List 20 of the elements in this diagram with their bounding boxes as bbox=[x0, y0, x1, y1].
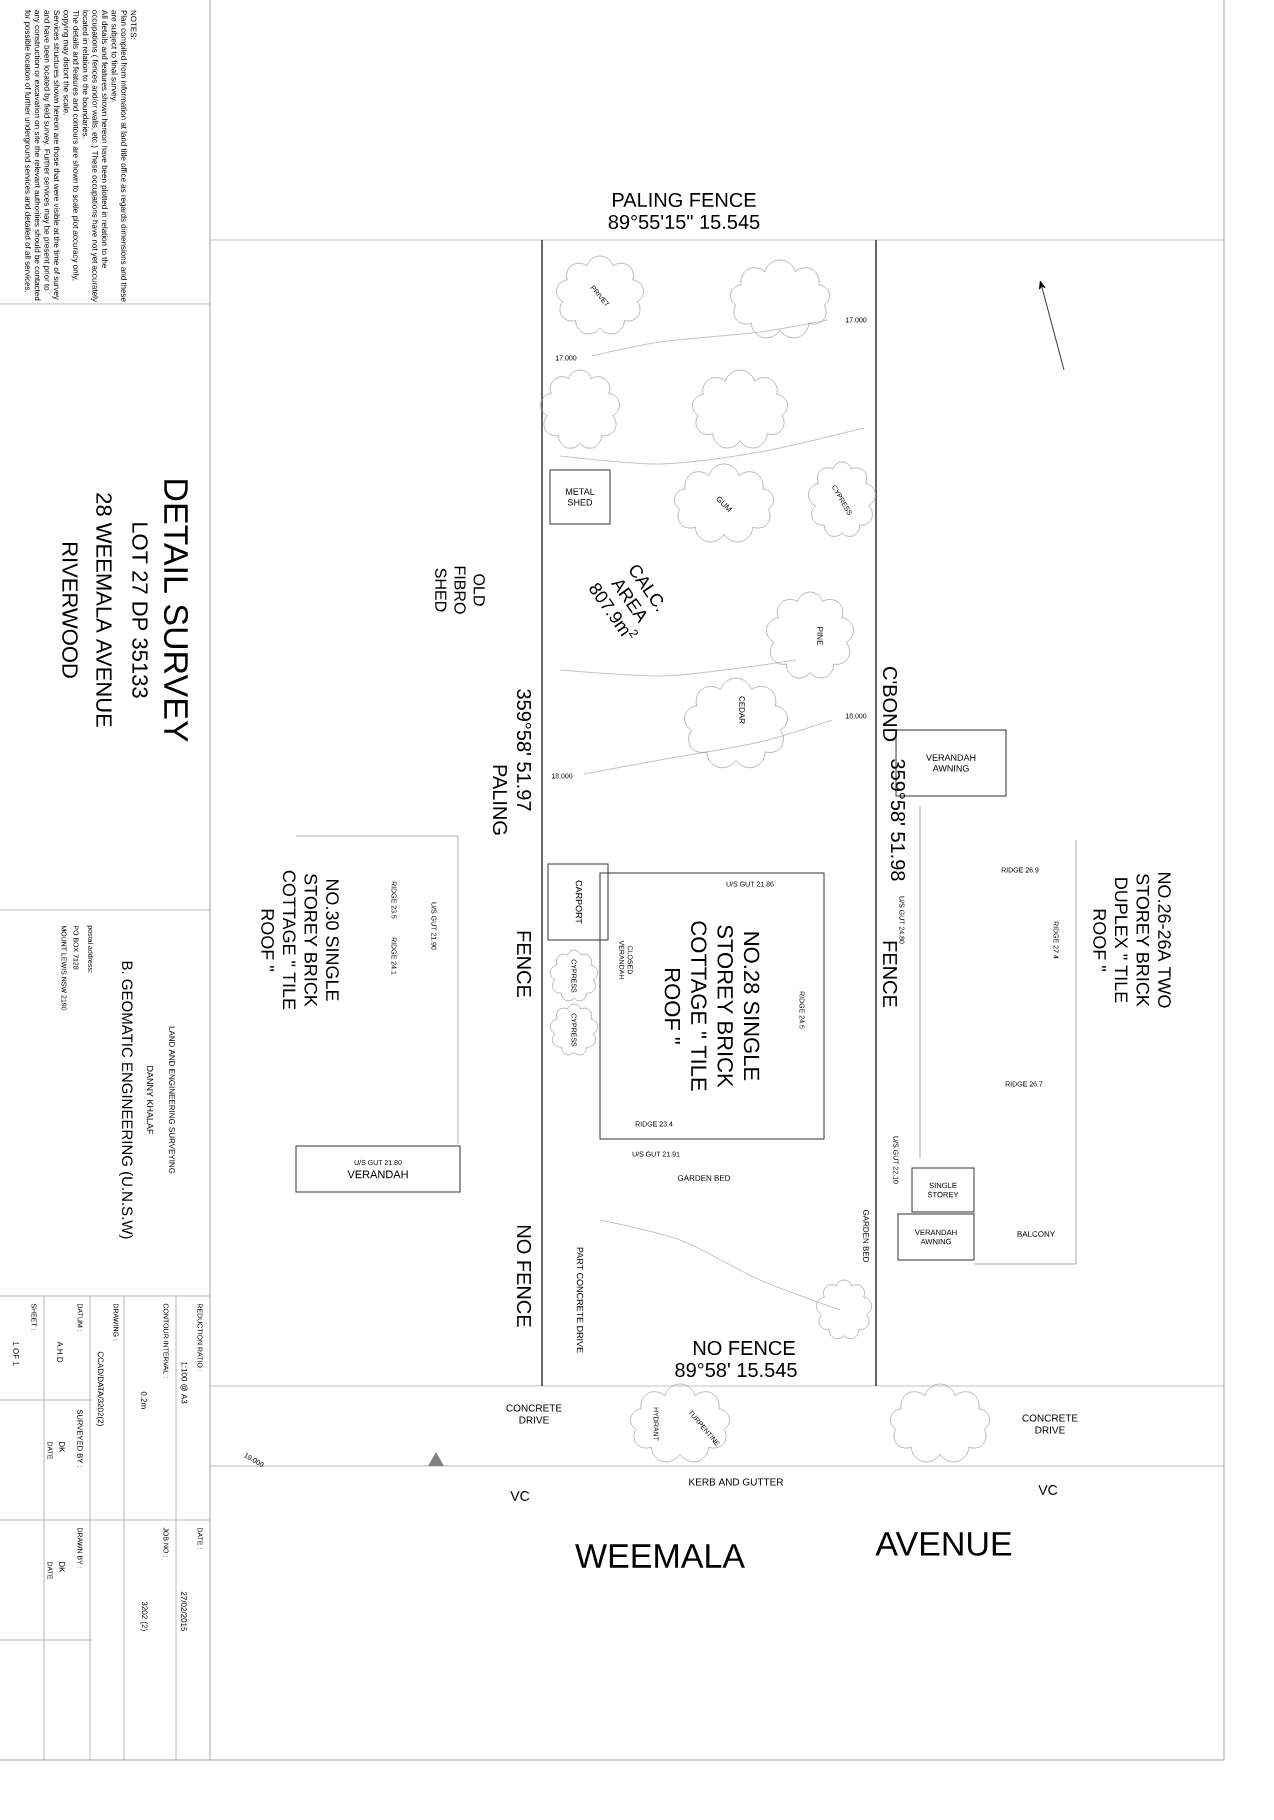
boundary-label: C'BOND bbox=[882, 666, 898, 742]
boundary-label: NO FENCE bbox=[516, 1225, 532, 1327]
boundary-bearing: 89°55'15" 15.545 bbox=[608, 214, 760, 230]
boundary-bearing: 359°58' 51.97 bbox=[516, 689, 532, 811]
title-text: DETAIL SURVEY bbox=[163, 480, 189, 742]
boundary-label: FENCE bbox=[882, 941, 898, 1007]
building-label: NO.30 SINGLE STOREY BRICK COTTAGE " TILE ROOF " bbox=[261, 870, 339, 1010]
street-name: WEEMALA bbox=[575, 1544, 745, 1568]
boundary-label: PALING bbox=[492, 765, 508, 835]
building-label: OLD FIBRO SHED bbox=[435, 566, 485, 614]
title-text: RIVERWOOD bbox=[62, 542, 78, 678]
title-text: LOT 27 DP 35133 bbox=[132, 523, 148, 698]
boundary-label: PALING FENCE bbox=[613, 192, 756, 208]
boundary-bearing: 89°58' 15.545 bbox=[675, 1362, 797, 1378]
boundary-label: FENCE bbox=[516, 931, 532, 997]
title-text: 28 WEEMALA AVENUE bbox=[96, 493, 112, 727]
boundary-bearing: 359°58' 51.98 bbox=[890, 759, 906, 881]
street-name: AVENUE bbox=[875, 1532, 1012, 1556]
boundary-label: NO FENCE bbox=[693, 1340, 795, 1356]
building-label: NO.26-26A TWO STOREY BRICK DUPLEX " TILE ROOF " bbox=[1093, 872, 1171, 1008]
